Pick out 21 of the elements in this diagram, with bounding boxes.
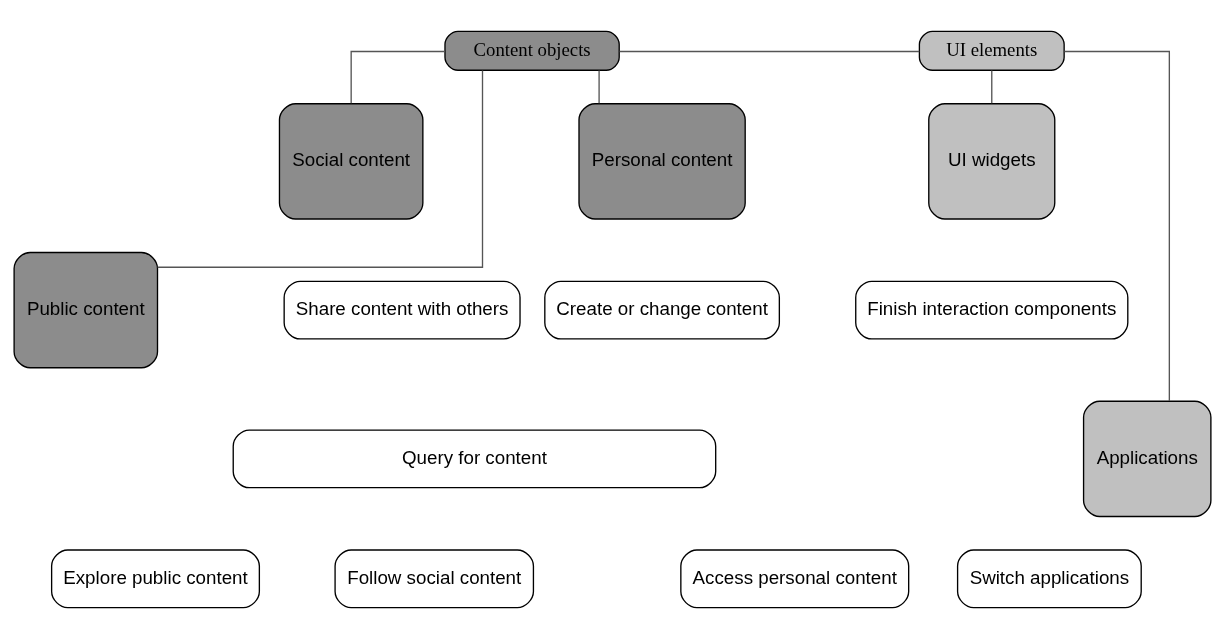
node-box: Social content [278,103,424,220]
node-box: Query for content [232,429,717,489]
node-box: Create or change content [544,280,780,340]
node-box: UI widgets [928,103,1056,220]
connector [350,50,446,104]
node-box: Switch applications [956,549,1142,609]
node-box: Share content with others [283,280,521,340]
node-box: Follow social content [334,549,535,609]
node-box: Explore public content [50,549,261,609]
node-box: Finish interaction components [855,280,1129,340]
connector [598,69,600,104]
node-box: Access personal content [680,549,910,609]
connector [991,69,993,104]
node-box: UI elements [918,30,1065,71]
node-box: Applications [1082,400,1212,518]
node-box: Personal content [578,103,746,220]
connector [156,69,484,268]
node-box: Content objects [444,30,620,71]
node-box: Public content [13,251,159,369]
connector [618,50,920,53]
connector [1063,50,1170,402]
